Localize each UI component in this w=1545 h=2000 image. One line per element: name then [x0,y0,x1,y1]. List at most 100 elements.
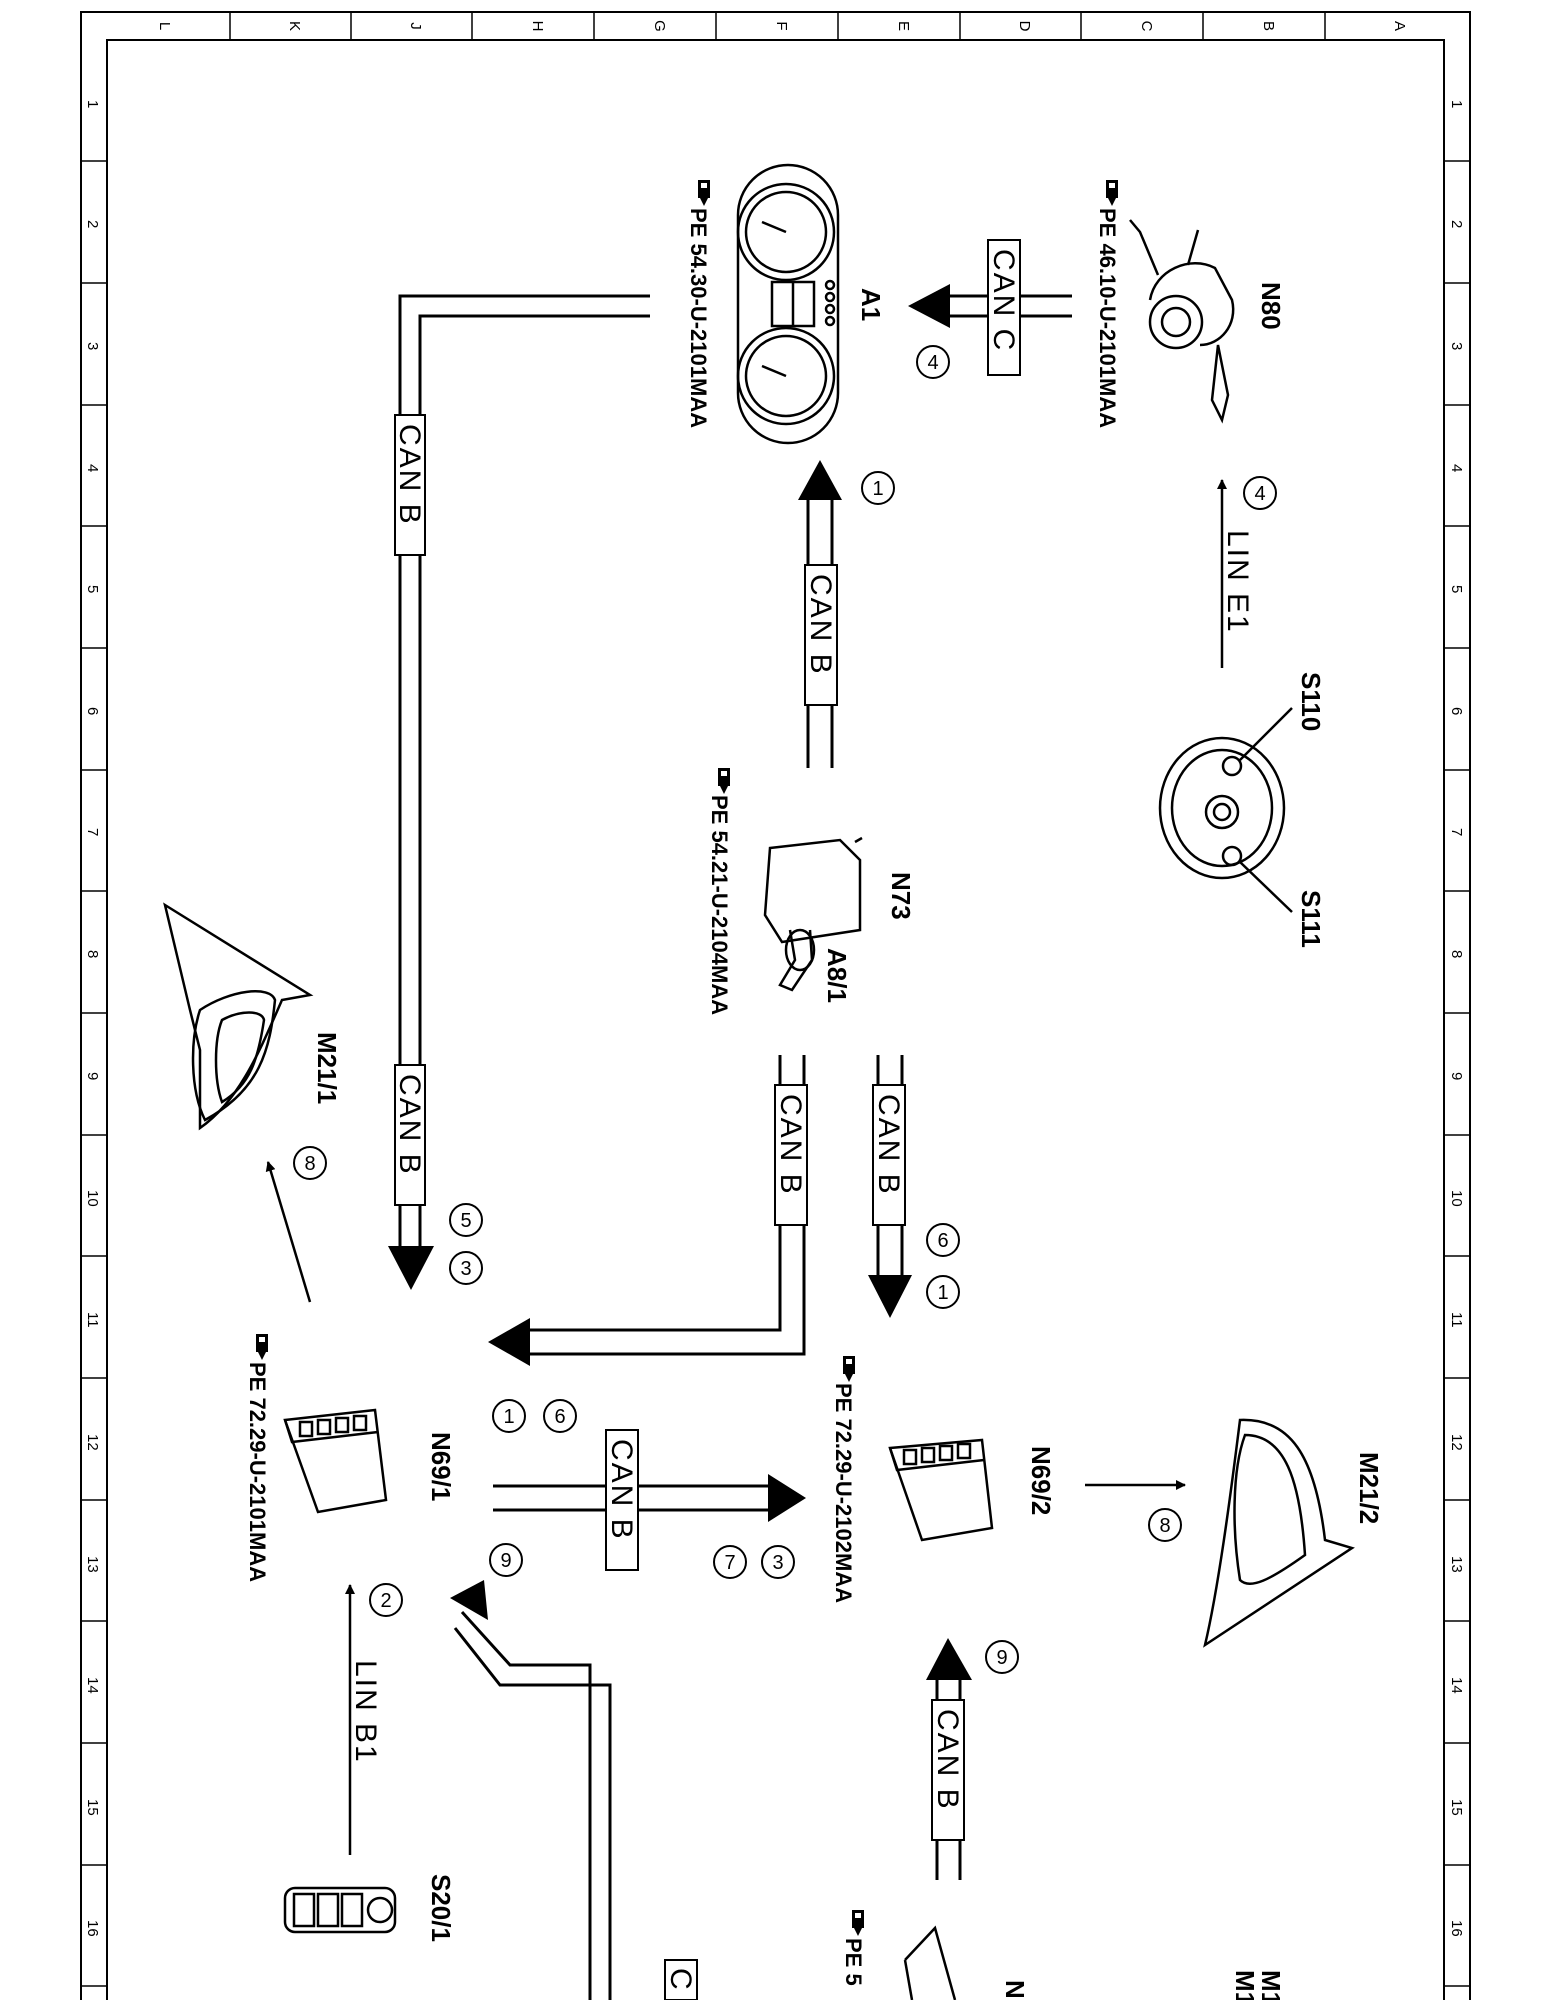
arrowhead-up [798,460,842,500]
row-number: 12 [1448,1434,1465,1451]
svg-text:7: 7 [724,1552,735,1574]
svg-text:CAN B: CAN B [804,574,837,676]
label-n73: N73 [886,872,916,920]
row-number: 14 [1448,1677,1465,1694]
n69-2-door-module-right [888,1438,994,1542]
arrowhead-upleft [450,1580,488,1620]
svg-text:CAN B: CAN B [605,1439,638,1541]
steering-wheel [1158,707,1293,913]
column-ruler: L K J H G F E D C B A [156,12,1408,40]
svg-text:CAN B: CAN B [393,424,426,526]
ref-n80: PE 46.10-U-2101MAA [1095,180,1120,428]
can-b-line-n73-to-n69-1 [530,1055,806,1356]
svg-text:PE 72.29-U-2101MAA: PE 72.29-U-2101MAA [245,1362,270,1582]
label-n80: N80 [1256,282,1286,330]
svg-text:8: 8 [304,1153,315,1175]
svg-text:3: 3 [460,1258,471,1280]
bus-label-can-c: CAN C [987,239,1021,376]
step-circle: 6 [543,1399,577,1433]
step-circle: 1 [861,471,895,505]
row-number: 9 [84,1072,101,1080]
row-number: 1 [1448,100,1465,108]
svg-text:9: 9 [500,1550,511,1572]
row-number: 11 [1448,1312,1465,1328]
bus-label-can-b-7: CAN B [931,1699,965,1841]
ref-n69-2: PE 72.29-U-2102MAA [831,1356,856,1603]
step-circle: 9 [489,1543,523,1577]
svg-text:PE 72.29-U-2102MAA: PE 72.29-U-2102MAA [831,1383,856,1603]
step-circle: 8 [1148,1508,1182,1542]
can-b-line-a1-to-n69-1 [398,294,650,1258]
svg-text:4: 4 [927,352,938,374]
arrowhead-down [388,1246,434,1290]
svg-text:CAN C: CAN C [987,249,1020,352]
bus-label-can-b-3: CAN B [804,564,838,706]
col-letter: H [529,21,546,32]
row-number: 13 [84,1556,101,1573]
row-number: 16 [1448,1920,1465,1937]
label-s20-1: S20/1 [426,1874,456,1942]
svg-text:1: 1 [872,478,883,500]
svg-text:CAN B: CAN B [872,1094,905,1196]
label-partial-m1-a: M1 [1256,1970,1286,2000]
can-c-line-bottom-to-n69-1 [453,1610,612,2000]
label-partial-n: N [1000,1980,1030,1999]
label-s110: S110 [1296,672,1326,731]
step-circle: 2 [369,1583,403,1617]
bus-label-can-b-6: CAN B [605,1429,639,1571]
step-circle: 4 [916,345,950,379]
step-circle: 9 [985,1640,1019,1674]
row-number: 15 [1448,1799,1465,1816]
m21-1-mirror-motor-left [163,902,314,1131]
bus-label-lin-b1: LIN B1 [349,1660,382,1764]
row-number: 5 [84,585,101,593]
svg-text:2: 2 [380,1590,391,1612]
label-m21-1: M21/1 [312,1032,342,1104]
row-number: 2 [1448,220,1465,228]
arrowhead-left [908,284,950,328]
bus-label-can-b-1: CAN B [393,414,426,556]
row-number: 16 [84,1920,101,1937]
svg-text:5: 5 [460,1210,471,1232]
label-a8-1: A8/1 [822,948,852,1003]
row-number: 3 [1448,342,1465,350]
step-circle: 7 [713,1545,747,1579]
svg-text:CAN B: CAN B [774,1094,807,1196]
svg-text:CAN B: CAN B [931,1709,964,1811]
col-letter: F [773,21,790,30]
svg-text:6: 6 [937,1230,948,1252]
col-letter: L [156,22,173,30]
col-letter: G [651,20,668,32]
label-partial-m1-b: M1 [1230,1970,1260,2000]
thin-arrows [265,479,1227,1855]
svg-text:4: 4 [1254,483,1265,505]
row-number: 4 [84,464,101,472]
svg-text:3: 3 [772,1552,783,1574]
row-number: 11 [84,1312,101,1328]
row-number: 10 [84,1190,101,1207]
svg-text:PE 54.30-U-2101MAA: PE 54.30-U-2101MAA [686,208,711,428]
row-number: 12 [84,1434,101,1451]
step-circle: 3 [761,1545,795,1579]
label-a1: A1 [856,288,886,321]
row-number: 15 [84,1799,101,1816]
row-number: 10 [1448,1190,1465,1207]
m21-2-mirror-motor-right [1203,1418,1355,1648]
ref-bottom-partial: PE 5 [841,1910,866,1986]
row-number: 8 [1448,950,1465,958]
row-number: 6 [84,707,101,715]
label-n69-1: N69/1 [426,1432,456,1501]
step-circle: 5 [449,1203,483,1237]
n69-1-door-module-left [283,1408,388,1514]
col-letter: K [286,21,303,31]
col-letter: J [407,22,424,30]
row-number: 14 [84,1677,101,1694]
row-number: 2 [84,220,101,228]
svg-text:1: 1 [503,1406,514,1428]
svg-text:8: 8 [1159,1515,1170,1537]
arrowhead-down [868,1275,912,1318]
a1-instrument-cluster [736,163,840,445]
step-circle: 1 [492,1399,526,1433]
row-number: 8 [84,950,101,958]
